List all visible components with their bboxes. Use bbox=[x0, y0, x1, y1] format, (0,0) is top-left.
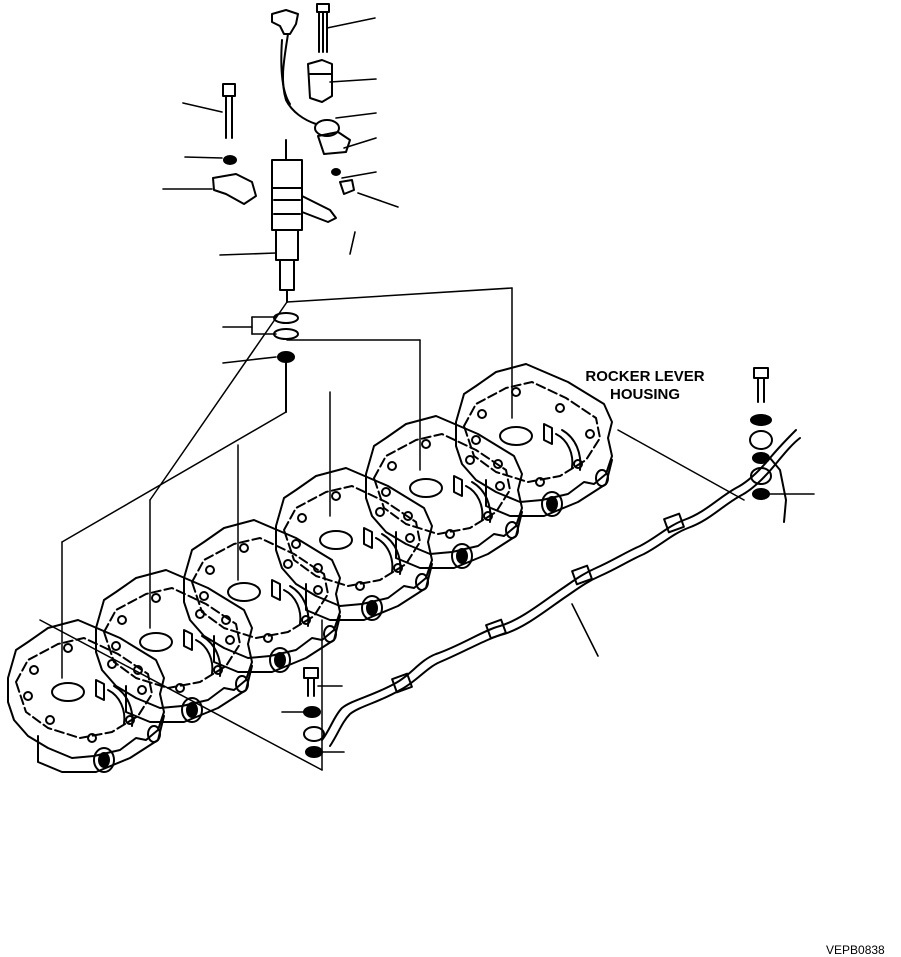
rocker-label-line2: HOUSING bbox=[609, 386, 680, 403]
rocker-label-line1: ROCKER LEVER bbox=[585, 368, 705, 385]
injector-assembly bbox=[212, 3, 355, 413]
alignment-lines bbox=[39, 287, 745, 771]
drawing-code: VEPB0838 bbox=[826, 943, 885, 957]
leader-lines-tube bbox=[281, 493, 815, 753]
leader-lines-injector bbox=[162, 17, 399, 364]
tube-assembly bbox=[303, 367, 801, 758]
rocker-lever-housing-label: ROCKER LEVER HOUSING bbox=[572, 368, 718, 404]
